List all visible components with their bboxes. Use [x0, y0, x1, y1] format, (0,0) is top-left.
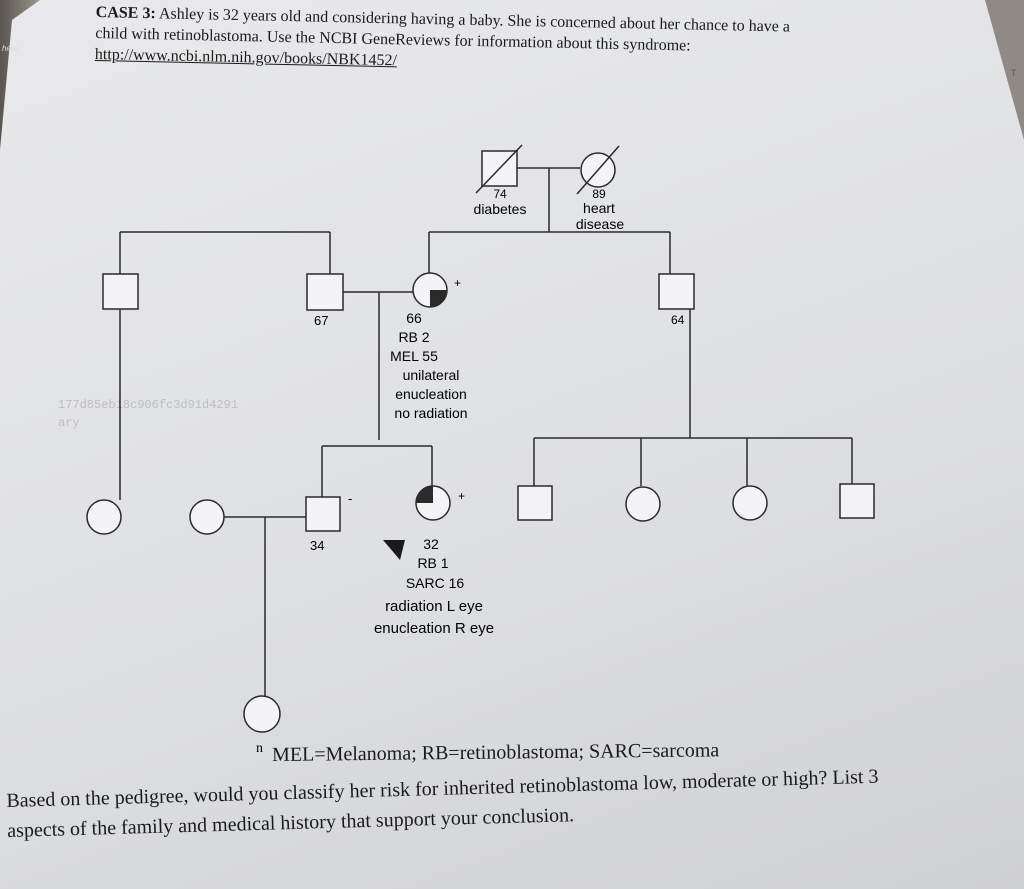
grandmother-condition-line1: heart: [583, 200, 615, 216]
grandmother-condition-line2: disease: [576, 216, 624, 232]
sister-in-law-symbol: [189, 499, 225, 535]
proband-line4: radiation L eye: [385, 598, 483, 615]
mother-line4: unilateral: [403, 367, 460, 383]
cousin-female-symbol: [86, 499, 122, 535]
proband-line5: enucleation R eye: [374, 620, 494, 637]
mother-status: +: [454, 276, 461, 290]
mother-line2: RB 2: [398, 329, 429, 345]
mother-line3: MEL 55: [390, 348, 438, 364]
mother-affected-quadrant: [430, 290, 447, 307]
uncle-right-age: 64: [671, 313, 685, 327]
grandmother-deceased-slash: [576, 145, 620, 195]
mother-line5: enucleation: [395, 386, 467, 402]
grandfather-deceased-slash: [475, 144, 523, 194]
mother-line1: 66: [406, 310, 422, 326]
cousin2-female-symbol: [625, 486, 661, 522]
cousin4-male-symbol: [839, 483, 875, 519]
father-symbol: [306, 273, 344, 311]
proband-line1: 32: [423, 536, 439, 552]
watermark-line1: 177d85eb18c906fc3d91d4291: [58, 398, 239, 412]
uncle-left-age: 67: [314, 313, 328, 328]
margin-note-left: here: [2, 44, 19, 53]
cousin1-male-symbol: [517, 485, 553, 521]
proband-affected-quadrant: [416, 486, 433, 503]
legend: MEL=Melanoma; RB=retinoblastoma; SARC=sa…: [272, 739, 720, 766]
paternal-relative-symbol: [102, 273, 139, 310]
margin-note-right: T: [1011, 68, 1017, 78]
watermark-line2: ary: [58, 416, 80, 430]
brother-symbol: [305, 496, 341, 532]
uncle-right-symbol: [658, 273, 695, 310]
proband-arrow-icon: [383, 540, 405, 560]
grandmother-age: 89: [592, 187, 606, 201]
brother-status: -: [348, 491, 352, 506]
cousin3-female-symbol: [732, 485, 768, 521]
proband-line2: RB 1: [417, 555, 448, 571]
grandfather-age: 74: [493, 187, 507, 201]
proband-line3: SARC 16: [406, 575, 465, 591]
grandfather-condition: diabetes: [474, 201, 527, 217]
niece-symbol: [243, 695, 281, 733]
mother-line6: no radiation: [394, 405, 467, 421]
proband-status: +: [458, 489, 465, 503]
niece-label: n: [256, 741, 263, 756]
brother-age: 34: [310, 538, 324, 553]
watermark: 177d85eb18c906fc3d91d4291 ary: [58, 398, 238, 430]
